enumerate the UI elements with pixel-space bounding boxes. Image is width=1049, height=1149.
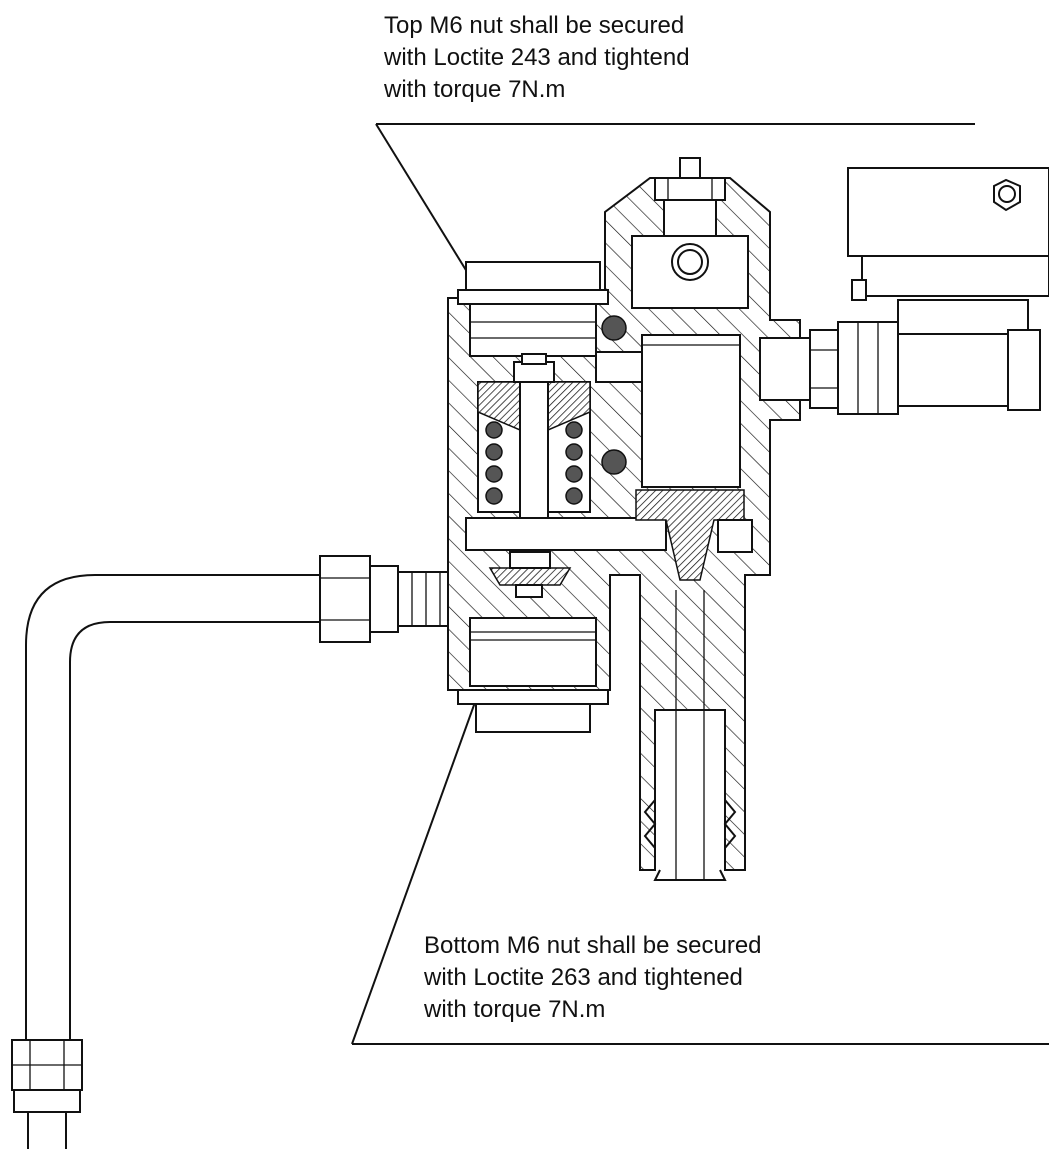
bottom-note-line-3: with torque 7N.m: [424, 996, 606, 1023]
solenoid-valve: [847, 167, 1049, 411]
hose-barb-outlet: [643, 590, 737, 881]
right-fitting: [759, 321, 899, 415]
o-ring-lower: [601, 449, 627, 475]
bent-pipe: [25, 574, 322, 1040]
right-chamber: [641, 334, 741, 488]
bottom-valve-cap: [457, 617, 609, 733]
horizontal-passage: [465, 351, 667, 551]
lower-valve-seat: [488, 551, 572, 598]
top-note-line-1: Top M6 nut shall be secured: [384, 12, 685, 39]
top-cap-bolt: [654, 157, 726, 237]
nozzle-insert: [635, 489, 753, 581]
top-valve-cap: [457, 261, 609, 357]
top-note-line-3: with torque 7N.m: [384, 76, 566, 103]
o-ring-upper: [601, 315, 627, 341]
pipe-end-fitting: [11, 1039, 83, 1149]
spring-coils: [485, 421, 583, 505]
upper-chamber: [631, 235, 749, 309]
top-nut-annotation: Top M6 nut shall be secured with Loctite…: [384, 10, 690, 106]
hex-nut-icon: [993, 178, 1021, 212]
bottom-nut-annotation: Bottom M6 nut shall be secured with Loct…: [424, 930, 762, 1026]
top-note-line-2: with Loctite 243 and tightend: [384, 44, 690, 71]
bottom-note-line-2: with Loctite 263 and tightened: [424, 964, 743, 991]
bottom-note-line-1: Bottom M6 nut shall be secured: [424, 932, 762, 959]
